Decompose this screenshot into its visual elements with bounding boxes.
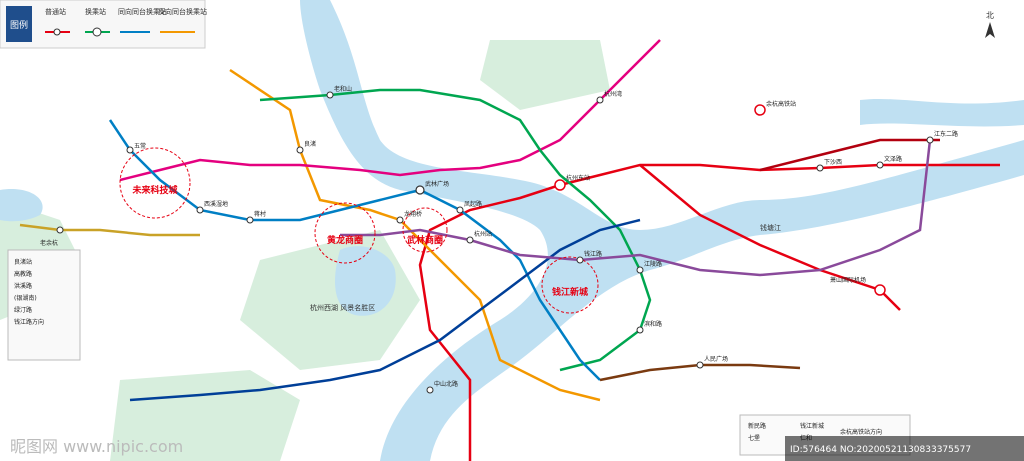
legend-item-transfer: 换乘站 (85, 7, 106, 16)
station-hangzhoudong: 杭州东站 (566, 174, 590, 182)
line-8 (759, 138, 940, 172)
image-id: ID:576464 NO:20200521130833375577 (790, 445, 971, 455)
line-6 (129, 218, 641, 402)
station-marker (926, 136, 934, 144)
station-marker (296, 146, 304, 154)
bottom-legend-item-0: 新民路 (748, 422, 766, 430)
image-id-bar (785, 436, 1024, 461)
station-jiangling: 江陵路 (644, 260, 662, 268)
station-marker-rail (754, 104, 766, 116)
stations: 五常 老余杭 良渚 蒋村 西溪湿地 武林广场 龙翔桥 凤起路 杭州东站 杭州站 … (40, 85, 958, 394)
station-qianjiang: 钱江路 (584, 250, 602, 258)
station-wenze: 文泽路 (884, 155, 902, 163)
station-marker (396, 216, 404, 224)
zone-huanglong-label: 黄龙商圈 (327, 234, 363, 246)
station-fengqi: 凤起路 (464, 200, 482, 208)
green-area-southwest (110, 370, 300, 461)
area-xihu-label: 杭州西湖 风景名胜区 (310, 303, 375, 312)
station-yuhang: 余杭高铁站 (766, 100, 796, 108)
zone-weilai-label: 未来科技城 (131, 184, 177, 196)
line-7 (340, 139, 932, 277)
station-marker (56, 226, 64, 234)
station-laohuxuan: 老和山 (334, 85, 352, 93)
legend-item-opposite: 反向同台换乘站 (158, 7, 207, 16)
station-marker (246, 216, 254, 224)
legend-title: 图例 (10, 19, 28, 31)
station-marker (456, 206, 464, 214)
watermark: 昵图网 www.nipic.com (10, 437, 183, 456)
west-pond (0, 189, 43, 222)
station-marker (876, 161, 884, 169)
legend-title-bg (6, 6, 32, 42)
side-legend-item-0: 良渚站 (14, 258, 32, 266)
bottom-legend-item-1: 七堡 (748, 434, 760, 442)
station-jiangcun: 蒋村 (254, 210, 266, 218)
station-marker-rail (554, 179, 566, 191)
zone-weilai-circle (119, 147, 191, 219)
east-canal (860, 98, 1024, 127)
bottom-legend-item-2: 钱江新城 (800, 422, 824, 430)
station-marker (816, 164, 824, 172)
station-dongxi: 良渚 (304, 140, 316, 148)
station-zhongshan: 中山北路 (434, 380, 458, 388)
qiantang-river (300, 0, 1024, 461)
side-legend-item-5: 钱江路方向 (14, 318, 44, 326)
station-marker (126, 146, 134, 154)
line-1 (418, 163, 1000, 461)
station-marker (636, 326, 644, 334)
line-4 (259, 88, 652, 372)
station-xixi: 西溪湿地 (204, 200, 228, 208)
line-16 (19, 223, 200, 237)
station-xiasha: 下沙西 (824, 159, 842, 166)
legend-station-transfer (92, 27, 102, 37)
side-legend-item-4: 绿汀路 (14, 306, 32, 314)
station-marker-transfer (415, 185, 425, 195)
zone-qianjiang-circle (541, 256, 599, 314)
station-qiandao: 杭州湾 (604, 90, 622, 98)
legend-item-normal: 普通站 (45, 7, 66, 16)
bottom-legend-item-4: 余杭高铁站方向 (840, 428, 882, 436)
station-longxiang: 龙翔桥 (404, 210, 422, 218)
west-lake (335, 246, 396, 316)
station-marker (696, 361, 704, 369)
station-marker (326, 91, 334, 99)
legend-station-normal (53, 28, 61, 36)
station-laoyuqiang: 老余杭 (40, 239, 58, 247)
station-jiangdong: 江东二路 (934, 130, 958, 138)
station-marker (466, 236, 474, 244)
station-marker (426, 386, 434, 394)
station-marker (576, 256, 584, 264)
legend-item-same: 同向同台换乘站 (118, 7, 167, 16)
side-legend-item-3: (银湖南) (14, 294, 37, 302)
side-legend-item-1: 高教路 (14, 270, 32, 278)
station-marker-airport (874, 284, 886, 296)
compass: 北 (985, 11, 995, 38)
station-xiaoshan: 萧山国际机场 (830, 276, 866, 284)
station-wulin: 武林广场 (425, 180, 449, 188)
zone-qianjiang-label: 钱江新城 (552, 286, 588, 298)
zone-circles: 未来科技城 黄龙商圈 武林商圈 钱江新城 (119, 147, 599, 314)
station-marker (196, 206, 204, 214)
side-legend-item-2: 洪溪路 (14, 282, 32, 290)
compass-arrow-icon (985, 22, 995, 38)
green-area-north (480, 40, 610, 110)
station-wuchang: 五常 (134, 142, 146, 150)
legend-box (0, 0, 206, 49)
zone-wulin-circle (402, 207, 448, 253)
side-legend-box (7, 249, 81, 361)
zone-huanglong-circle (314, 202, 376, 264)
station-binhe: 滨和路 (644, 320, 662, 328)
line-3 (119, 39, 661, 182)
station-marker (596, 96, 604, 104)
station-renmin: 人民广场 (704, 355, 728, 363)
zone-wulin-label: 武林商圈 (407, 234, 443, 246)
legend: 图例 普通站 换乘站 同向同台换乘站 反向同台换乘站 (0, 0, 207, 49)
area-qiantang-label: 钱塘江 (760, 223, 781, 232)
line-5 (108, 119, 601, 381)
station-marker (636, 266, 644, 274)
station-hangzhou: 杭州站 (474, 230, 492, 238)
compass-label: 北 (986, 11, 994, 20)
side-legend: 良渚站 高教路 洪溪路 (银湖南) 绿汀路 钱江路方向 (7, 249, 81, 361)
